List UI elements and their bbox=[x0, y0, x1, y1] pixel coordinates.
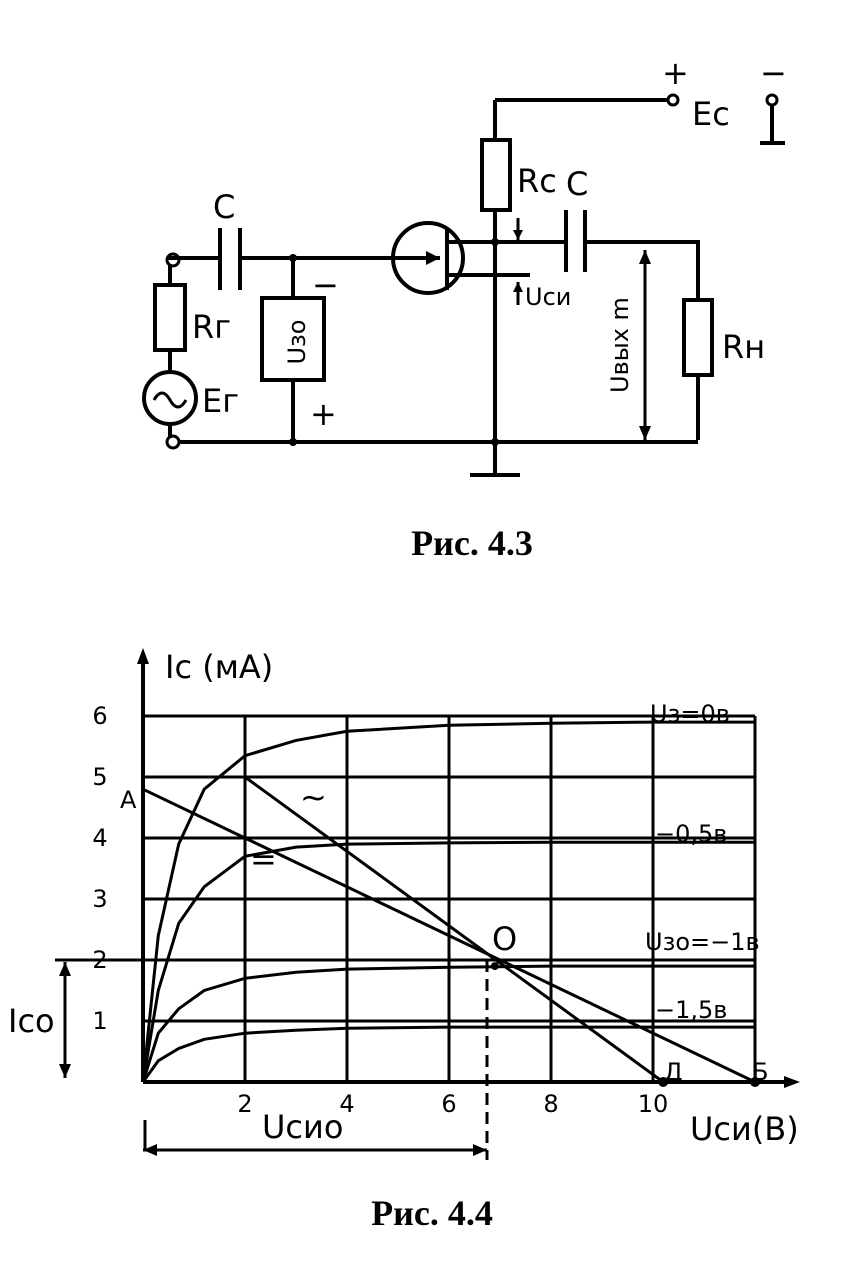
y-axis-label: Iс (мА) bbox=[165, 648, 273, 686]
chart-curves bbox=[141, 720, 755, 1083]
ground-symbol bbox=[470, 442, 520, 477]
chart-axes bbox=[137, 648, 800, 1088]
series-curve-0 bbox=[141, 720, 755, 1083]
eg-label: Eг bbox=[202, 382, 239, 420]
x-axis-arrow bbox=[784, 1076, 800, 1088]
rc-label: Rс bbox=[517, 162, 557, 200]
supply-wire bbox=[493, 98, 668, 140]
minus-label-top: − bbox=[760, 54, 787, 92]
series-label-2: Uзо=−1в bbox=[645, 928, 760, 956]
ground-symbol-right bbox=[760, 105, 785, 145]
rn-label: Rн bbox=[722, 328, 765, 366]
series-label-3: −1,5в bbox=[655, 996, 727, 1024]
c2-label: C bbox=[566, 165, 588, 203]
usio-label: Uсио bbox=[262, 1108, 343, 1146]
uzo-plus-label: + bbox=[310, 395, 337, 433]
load-line-1 bbox=[244, 775, 665, 1084]
point-o-label: О bbox=[492, 920, 517, 958]
output-wire bbox=[495, 240, 700, 300]
y-tick-label: 4 bbox=[92, 824, 107, 852]
y-tick-label: 6 bbox=[92, 702, 107, 730]
input-terminal-bot bbox=[165, 434, 181, 450]
plus-label-top: + bbox=[662, 54, 689, 92]
uzo-minus-label: − bbox=[312, 266, 339, 304]
operating-point-dot bbox=[490, 962, 499, 971]
y-tick-label: 3 bbox=[92, 885, 107, 913]
x-tick-label: 2 bbox=[237, 1090, 252, 1118]
point-b-label: Б bbox=[752, 1058, 768, 1086]
input-terminal-top bbox=[165, 252, 181, 268]
series-curve-2 bbox=[141, 964, 755, 1083]
caption-fig43: Рис. 4.3 bbox=[411, 523, 533, 563]
ec-terminal bbox=[666, 93, 680, 107]
series-curve-1 bbox=[141, 840, 755, 1083]
usi-arrowheads bbox=[513, 230, 523, 292]
ico-label: Iсо bbox=[8, 1002, 55, 1040]
circuit-diagram: + − Eс Rс C C Rг Eг Uзо − + Uси Uвых m R… bbox=[142, 54, 787, 477]
transistor-channel bbox=[445, 228, 530, 290]
usi-label: Uси bbox=[525, 283, 571, 311]
point-d-dot bbox=[658, 1077, 669, 1087]
ec-label: Eс bbox=[692, 95, 730, 133]
y-axis-arrow bbox=[137, 648, 149, 664]
junction-dot-gnd1 bbox=[289, 438, 297, 446]
load-line-ac-label: ~ bbox=[300, 778, 327, 816]
rc-resistor bbox=[480, 138, 512, 212]
gate-arrow bbox=[426, 251, 440, 265]
series-label-1: −0,5в bbox=[655, 820, 727, 848]
c1-capacitor bbox=[218, 228, 242, 290]
chart-annotations: Iс (мА) Uси(В) А О Д Б Iсо Uсио bbox=[8, 648, 799, 1160]
rg-resistor bbox=[153, 283, 187, 352]
uout-label: Uвых m bbox=[606, 297, 634, 393]
load-line-0 bbox=[142, 787, 756, 1084]
point-d-label: Д bbox=[664, 1058, 683, 1086]
series-curve-3 bbox=[141, 1025, 755, 1083]
x-axis-label: Uси(В) bbox=[690, 1110, 799, 1148]
rg-label: Rг bbox=[192, 308, 231, 346]
x-tick-label: 10 bbox=[638, 1090, 669, 1118]
load-lines: =~ bbox=[142, 775, 760, 1087]
x-tick-label: 8 bbox=[543, 1090, 558, 1118]
ico-arrowheads bbox=[59, 962, 71, 1078]
x-tick-label: 6 bbox=[441, 1090, 456, 1118]
uzo-box bbox=[260, 296, 326, 382]
c1-label: C bbox=[213, 188, 235, 226]
rn-resistor bbox=[682, 298, 714, 377]
x-tick-label: 4 bbox=[339, 1090, 354, 1118]
load-line-dc-label: = bbox=[250, 840, 277, 878]
y-tick-label: 5 bbox=[92, 763, 107, 791]
uzo-label: Uзо bbox=[283, 319, 311, 364]
point-b-dot bbox=[750, 1077, 760, 1087]
c2-capacitor bbox=[564, 210, 587, 272]
sine-icon bbox=[152, 391, 188, 409]
point-a-label: А bbox=[120, 786, 137, 814]
series-label-0: Uз=0в bbox=[650, 700, 730, 728]
caption-fig44: Рис. 4.4 bbox=[371, 1193, 493, 1233]
ground-terminal-right bbox=[765, 93, 779, 107]
y-tick-label: 1 bbox=[92, 1007, 107, 1035]
